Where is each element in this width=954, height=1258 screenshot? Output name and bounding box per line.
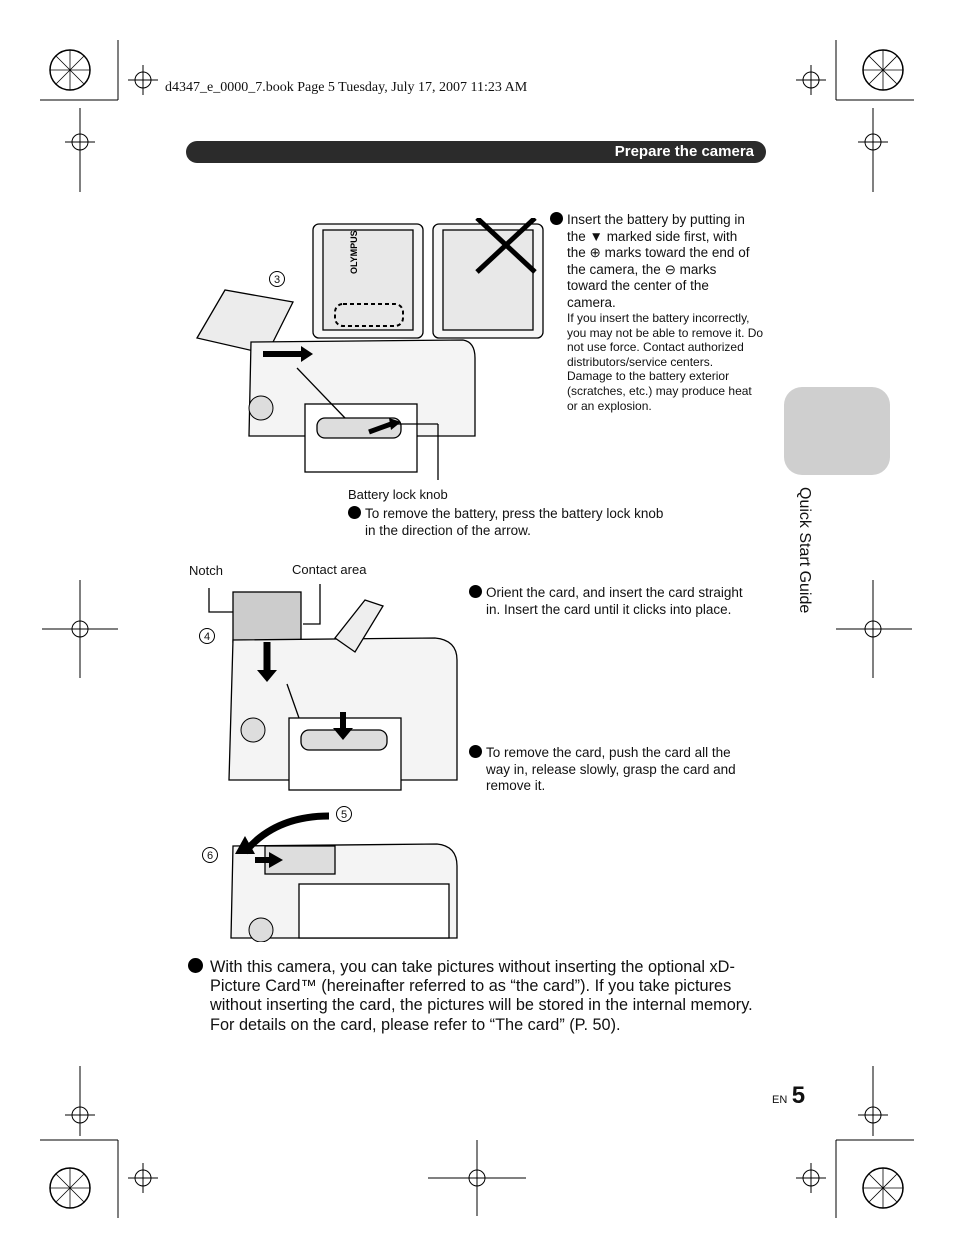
step-6-marker: 6 — [202, 847, 218, 863]
triangle-down-icon: ▼ — [589, 228, 603, 244]
battery-lock-knob-label: Battery lock knob — [348, 487, 448, 502]
battery-insert-instruction: Insert the battery by putting in the ▼ m… — [550, 212, 770, 311]
section-bar: Prepare the camera — [186, 141, 766, 163]
battery-illustration: OLYMPUS — [195, 218, 544, 480]
step-4-marker: 4 — [199, 628, 215, 644]
internal-memory-note: With this camera, you can take pictures … — [188, 958, 768, 1035]
notch-label: Notch — [189, 563, 223, 578]
page-number: EN 5 — [772, 1082, 806, 1109]
bullet-icon — [469, 745, 482, 758]
plus-circle-icon: ⊕ — [589, 245, 601, 260]
bullet-icon — [469, 585, 482, 598]
contact-area-label: Contact area — [292, 562, 367, 577]
step-5-marker: 5 — [336, 806, 352, 822]
side-tab — [784, 387, 890, 475]
card-illustration — [208, 584, 458, 791]
side-tab-label: Quick Start Guide — [796, 487, 813, 614]
battery-brand-text: OLYMPUS — [349, 230, 359, 274]
bullet-icon — [348, 506, 361, 519]
bullet-icon — [188, 958, 203, 973]
book-header: d4347_e_0000_7.book Page 5 Tuesday, July… — [165, 80, 528, 95]
step-3-marker: 3 — [269, 271, 285, 287]
bullet-icon — [550, 212, 563, 225]
cover-close-illustration — [230, 812, 458, 942]
card-insert-instruction: Orient the card, and insert the card str… — [469, 585, 769, 618]
card-remove-instruction: To remove the card, push the card all th… — [469, 745, 769, 795]
battery-remove-instruction: To remove the battery, press the battery… — [348, 506, 708, 539]
minus-circle-icon: ⊖ — [664, 261, 676, 277]
battery-caution: If you insert the battery incorrectly, y… — [567, 311, 764, 413]
section-title: Prepare the camera — [614, 143, 754, 160]
